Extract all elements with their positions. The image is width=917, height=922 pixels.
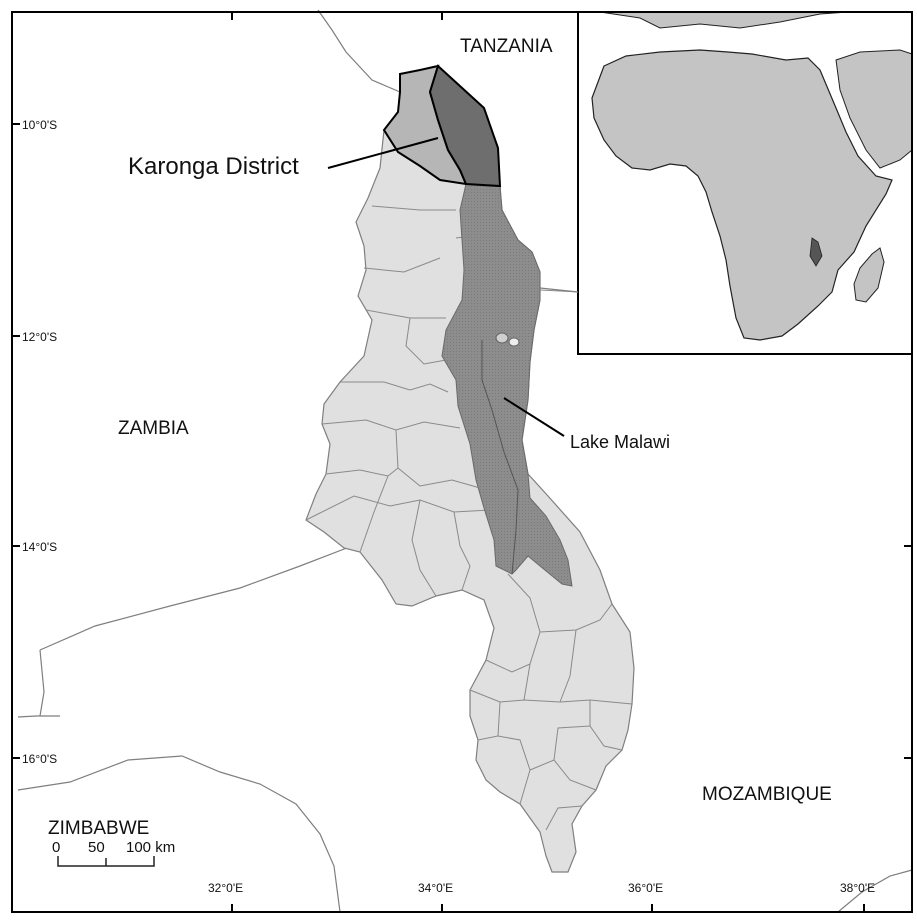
lon-label-34: 34°0'E	[418, 881, 453, 895]
zambia-zimbabwe-border	[17, 715, 60, 718]
lon-label-32: 32°0'E	[208, 881, 243, 895]
label-zimbabwe: ZIMBABWE	[48, 818, 149, 839]
scale-label-50: 50	[88, 839, 105, 856]
arabia-fragment	[835, 49, 913, 169]
lat-label-12: 12°0'S	[22, 330, 57, 344]
label-lake-malawi: Lake Malawi	[570, 432, 670, 452]
africa-continent	[591, 49, 893, 341]
lake-island	[495, 332, 509, 344]
zambia-mozambique-border	[39, 545, 353, 651]
scale-bar: 0 50 100 km	[52, 839, 175, 867]
inset-malawi	[809, 237, 823, 267]
scale-label-0: 0	[52, 839, 60, 856]
karonga-leader-line	[327, 137, 439, 169]
madagascar	[853, 247, 885, 303]
lat-label-14: 14°0'S	[22, 540, 57, 554]
lon-label-38: 38°0'E	[840, 881, 875, 895]
lake-leader-line	[503, 397, 565, 437]
lake-malawi	[441, 183, 573, 587]
label-tanzania: TANZANIA	[460, 36, 553, 57]
lat-label-16: 16°0'S	[22, 752, 57, 766]
label-karonga-district: Karonga District	[128, 153, 299, 180]
lon-label-36: 36°0'E	[628, 881, 663, 895]
africa-inset	[577, 11, 913, 355]
inset-leader-line	[539, 287, 579, 293]
label-mozambique: MOZAMBIQUE	[702, 784, 832, 805]
lat-label-10: 10°0'S	[22, 118, 57, 132]
mozambique-coast	[837, 869, 913, 913]
map-frame	[11, 11, 913, 913]
karonga-district-lake	[428, 64, 502, 188]
scale-label-100: 100 km	[126, 839, 175, 856]
lake-island	[508, 337, 520, 347]
zambia-west-border	[39, 649, 45, 717]
district-boundaries	[305, 205, 633, 831]
graticule-ticks	[12, 12, 912, 912]
lake-border-line	[481, 340, 519, 575]
zimbabwe-border	[17, 755, 341, 913]
label-zambia: ZAMBIA	[118, 418, 189, 439]
